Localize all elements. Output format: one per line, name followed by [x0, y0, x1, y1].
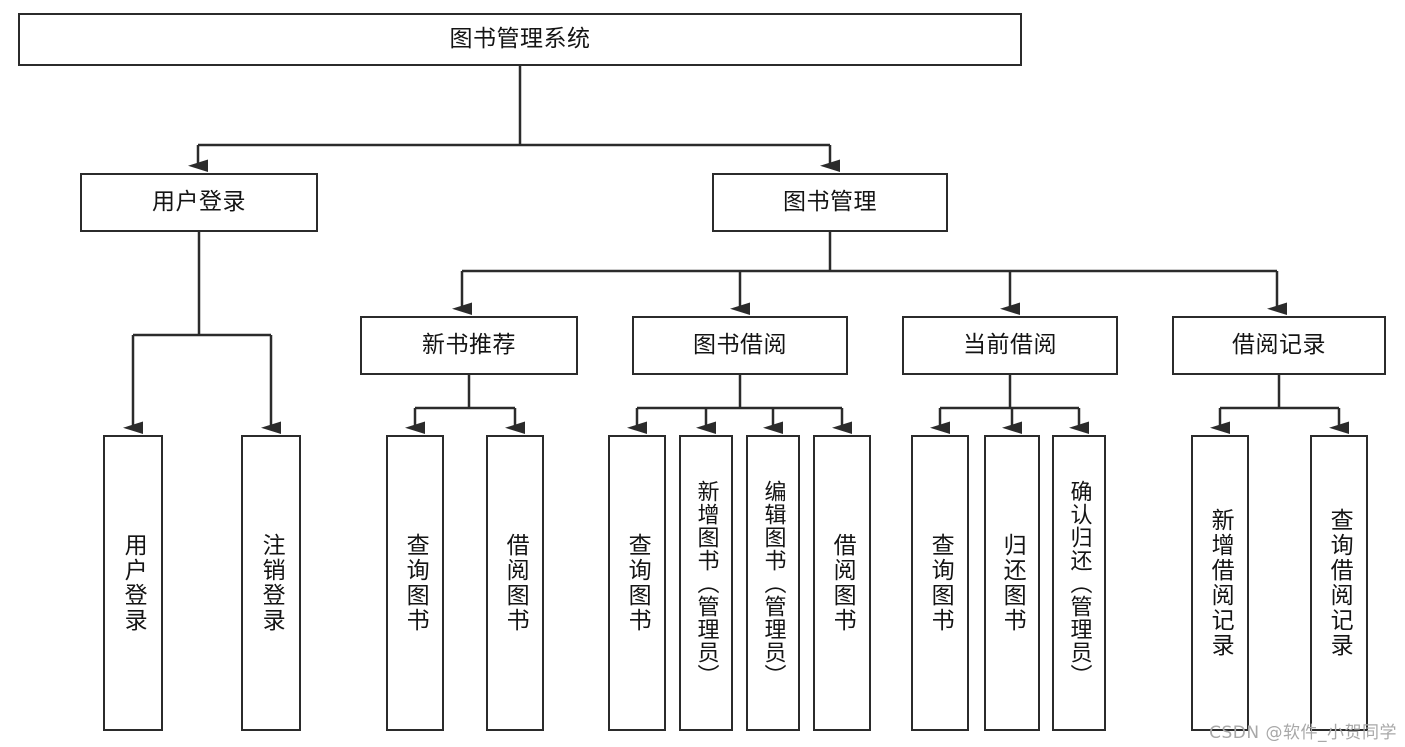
- node-book-manage-label: 图书管理: [783, 188, 877, 215]
- node-root-label: 图书管理系统: [449, 25, 591, 52]
- leaf-borrow-add-book[interactable]: 新增图书（管理员）: [679, 435, 733, 731]
- node-new-book-rec[interactable]: 新书推荐: [360, 316, 578, 375]
- leaf-record-add[interactable]: 新增借阅记录: [1191, 435, 1249, 731]
- watermark: CSDN @软件_小贺同学: [1209, 723, 1397, 743]
- leaf-rec-query-book-label: 查询图书: [402, 533, 429, 633]
- leaf-current-query-book-label: 查询图书: [927, 533, 954, 633]
- node-new-book-rec-label: 新书推荐: [422, 331, 516, 358]
- leaf-borrow-query-book[interactable]: 查询图书: [608, 435, 666, 731]
- leaf-borrow-edit-book-label: 编辑图书（管理员）: [760, 479, 786, 687]
- node-user-login[interactable]: 用户登录: [80, 173, 318, 232]
- leaf-user-login[interactable]: 用户登录: [103, 435, 163, 731]
- leaf-borrow-add-book-label: 新增图书（管理员）: [693, 479, 719, 687]
- leaf-rec-borrow-book[interactable]: 借阅图书: [486, 435, 544, 731]
- leaf-rec-query-book[interactable]: 查询图书: [386, 435, 444, 731]
- leaf-borrow-do-book-label: 借阅图书: [829, 533, 856, 633]
- leaf-user-logout-label: 注销登录: [258, 533, 285, 633]
- leaf-current-confirm-return[interactable]: 确认归还（管理员）: [1052, 435, 1106, 731]
- leaf-borrow-do-book[interactable]: 借阅图书: [813, 435, 871, 731]
- node-current-borrow-label: 当前借阅: [963, 331, 1057, 358]
- leaf-borrow-query-book-label: 查询图书: [624, 533, 651, 633]
- leaf-current-return-book-label: 归还图书: [999, 533, 1026, 633]
- leaf-current-confirm-return-label: 确认归还（管理员）: [1066, 479, 1092, 687]
- leaf-user-logout[interactable]: 注销登录: [241, 435, 301, 731]
- leaf-current-query-book[interactable]: 查询图书: [911, 435, 969, 731]
- leaf-rec-borrow-book-label: 借阅图书: [502, 533, 529, 633]
- node-current-borrow[interactable]: 当前借阅: [902, 316, 1118, 375]
- node-book-manage[interactable]: 图书管理: [712, 173, 948, 232]
- leaf-record-add-label: 新增借阅记录: [1207, 508, 1234, 658]
- node-borrow-record[interactable]: 借阅记录: [1172, 316, 1386, 375]
- node-borrow-record-label: 借阅记录: [1232, 331, 1326, 358]
- node-book-borrow-label: 图书借阅: [693, 331, 787, 358]
- leaf-record-query[interactable]: 查询借阅记录: [1310, 435, 1368, 731]
- node-user-login-label: 用户登录: [152, 188, 246, 215]
- node-book-borrow[interactable]: 图书借阅: [632, 316, 848, 375]
- leaf-borrow-edit-book[interactable]: 编辑图书（管理员）: [746, 435, 800, 731]
- node-root[interactable]: 图书管理系统: [18, 13, 1022, 66]
- leaf-current-return-book[interactable]: 归还图书: [984, 435, 1040, 731]
- leaf-record-query-label: 查询借阅记录: [1326, 508, 1353, 658]
- leaf-user-login-label: 用户登录: [120, 533, 147, 633]
